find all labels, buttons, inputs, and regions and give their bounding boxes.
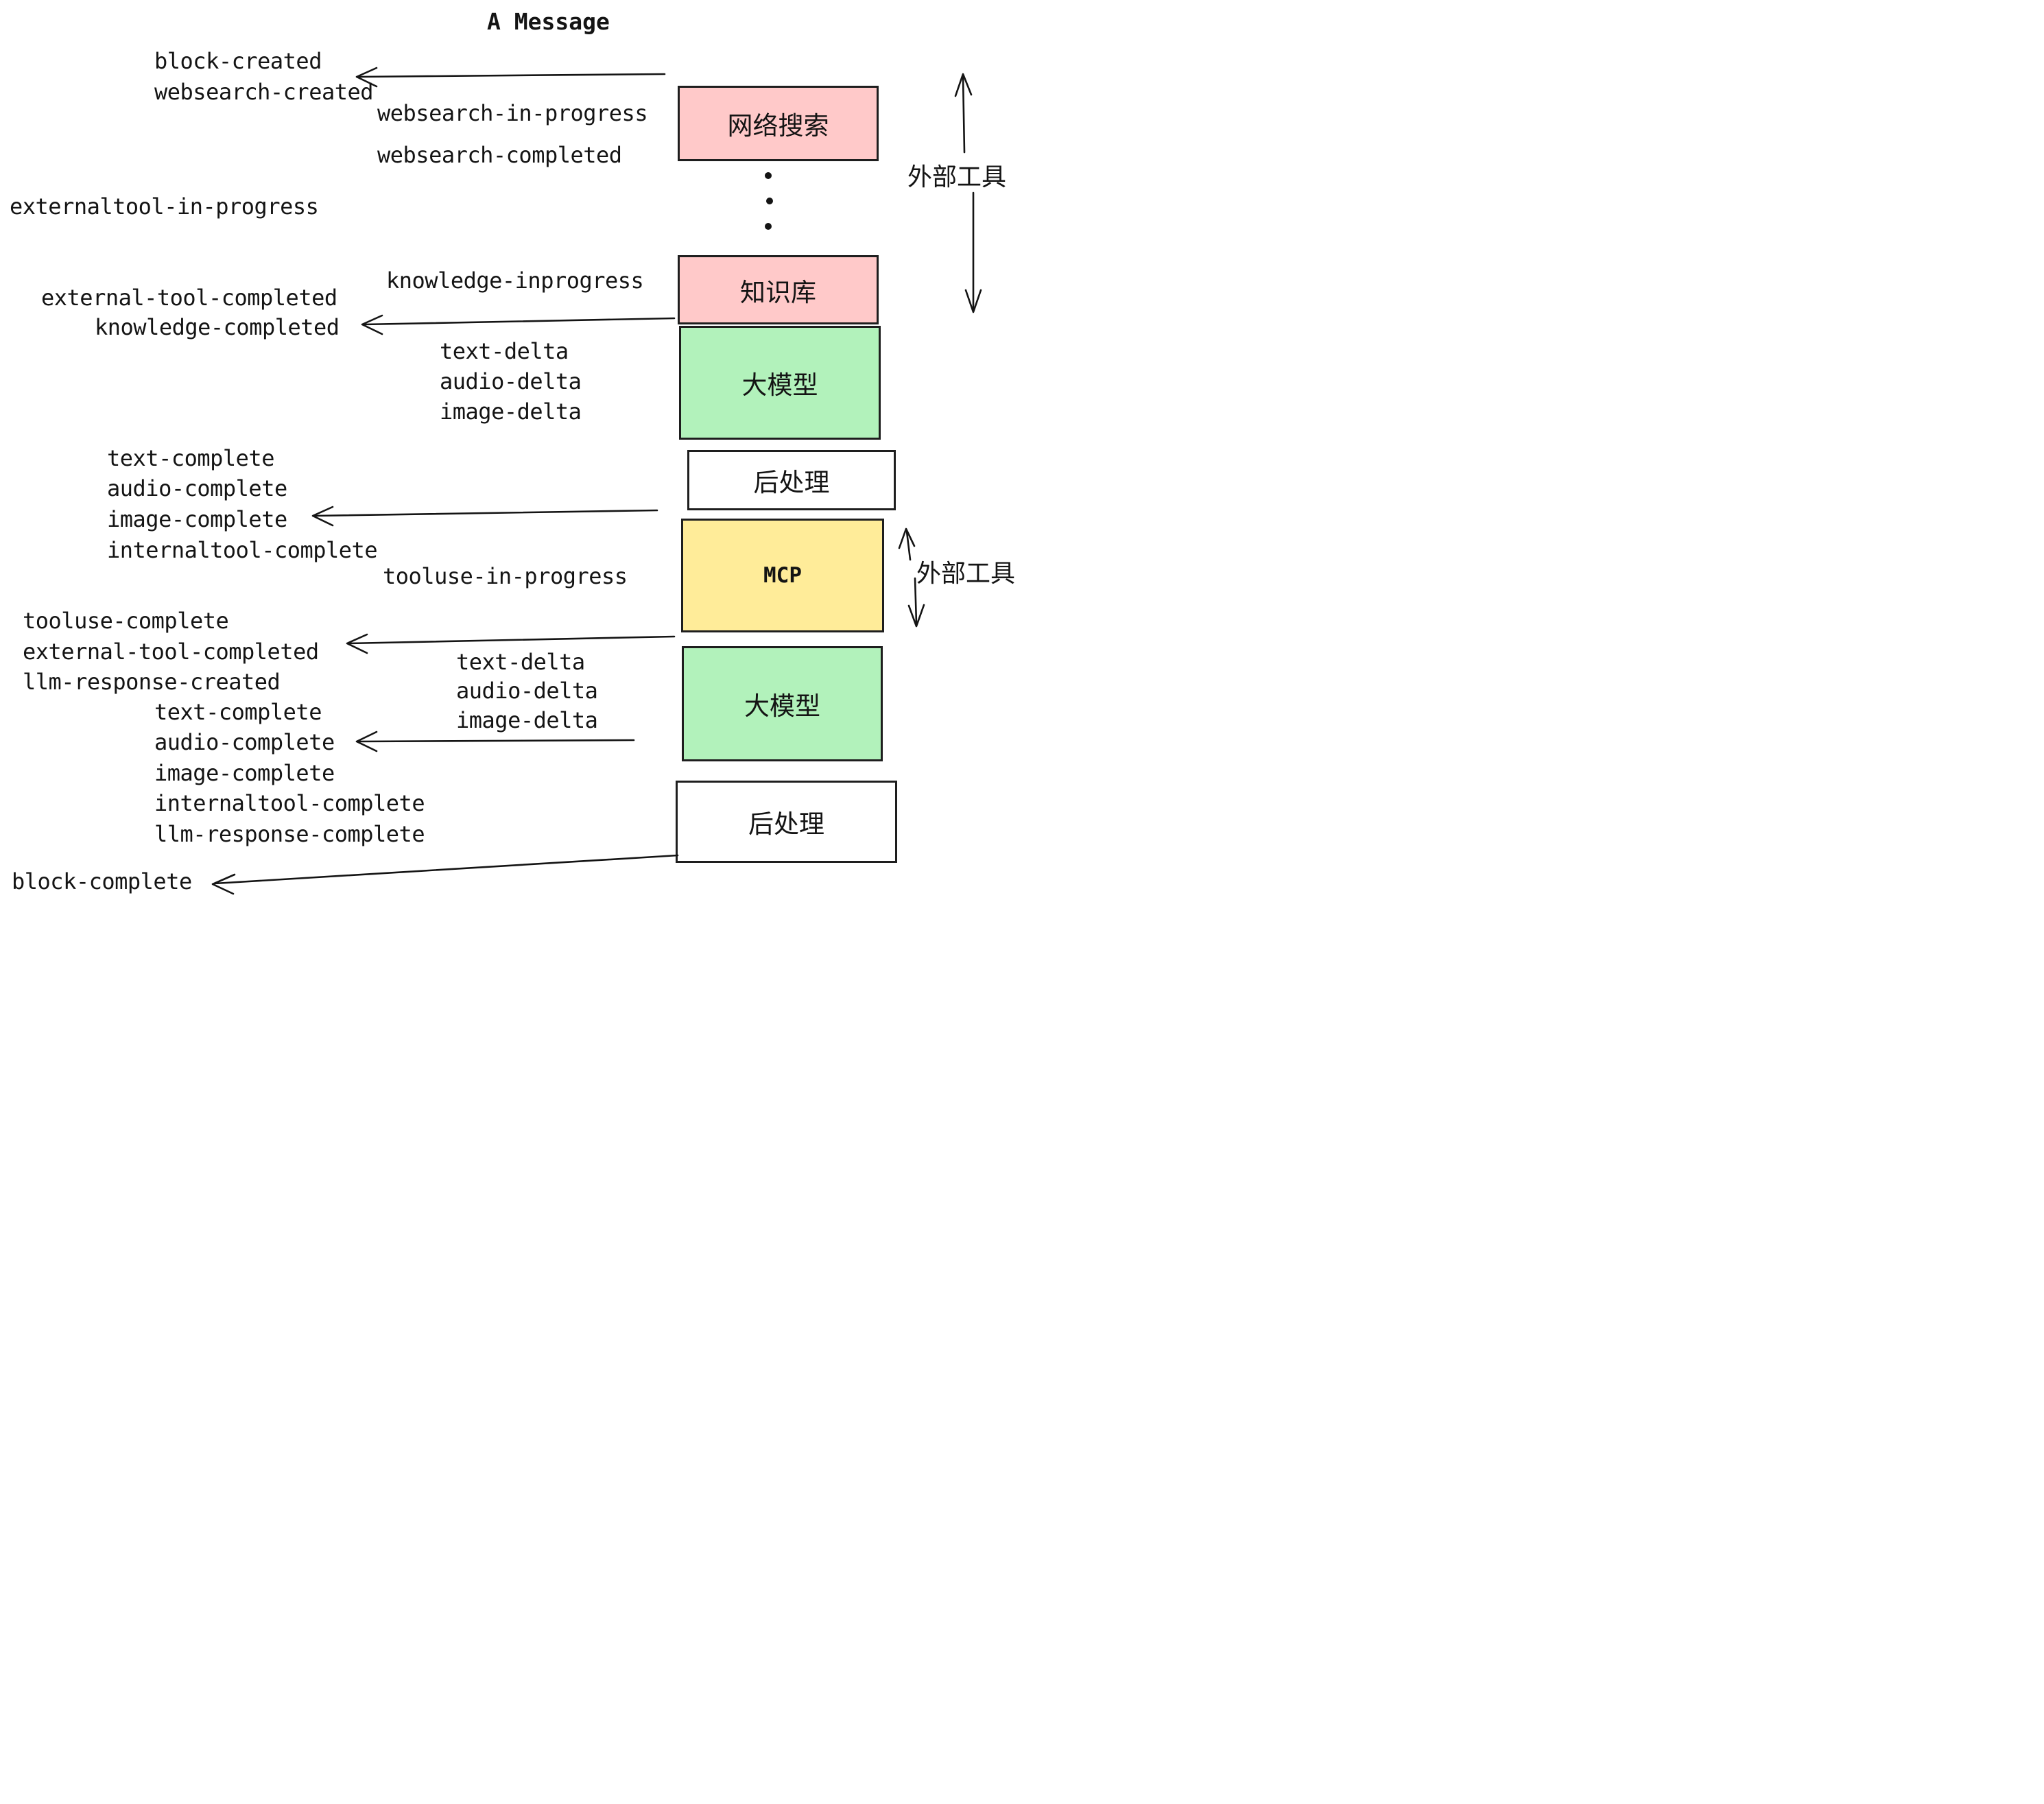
- box-postprocess-1-label: 后处理: [753, 468, 830, 497]
- box-postprocess-2: 后处理: [676, 781, 897, 863]
- event-label-audio-delta-2: audio-delta: [456, 678, 598, 704]
- event-label-external-tool-completed: external-tool-completed: [41, 285, 337, 311]
- event-label-audio-complete: audio-complete: [107, 475, 287, 501]
- event-label-internaltool-complete: internaltool-complete: [107, 537, 378, 563]
- event-label-text-complete: text-complete: [107, 445, 274, 471]
- event-label-websearch-in-progress: websearch-in-progress: [377, 100, 648, 126]
- event-label-llm-response-complete: llm-response-complete: [154, 821, 425, 847]
- event-label-internaltool-complete-2: internaltool-complete: [154, 790, 425, 816]
- event-label-text-delta: text-delta: [440, 338, 569, 364]
- event-label-websearch-created: websearch-created: [154, 79, 374, 105]
- box-knowledge-base-label: 知识库: [740, 277, 816, 307]
- box-mcp: MCP: [681, 519, 884, 632]
- event-label-tooluse-complete: tooluse-complete: [23, 608, 229, 634]
- event-label-text-complete-2: text-complete: [154, 699, 322, 725]
- box-knowledge-base: 知识库: [678, 255, 879, 324]
- event-label-audio-delta: audio-delta: [440, 368, 582, 394]
- box-postprocess-2-label: 后处理: [748, 809, 824, 839]
- annotation-external-tools-mid: 外部工具: [916, 560, 1016, 588]
- arrow-block-complete: [211, 854, 679, 895]
- event-label-knowledge-inprogress: knowledge-inprogress: [386, 268, 644, 294]
- box-websearch: 网络搜索: [678, 86, 879, 161]
- event-label-external-tool-completed-2: external-tool-completed: [23, 639, 319, 665]
- external-tools-top-up-arrow: [954, 73, 973, 154]
- arrow-knowledge-completed: [361, 314, 676, 335]
- box-llm-1-label: 大模型: [741, 370, 818, 400]
- event-label-knowledge-completed: knowledge-completed: [95, 314, 340, 340]
- event-label-image-delta: image-delta: [440, 399, 582, 425]
- box-websearch-label: 网络搜索: [727, 111, 829, 141]
- event-label-websearch-completed: websearch-completed: [377, 142, 622, 168]
- annotation-external-tools-top: 外部工具: [907, 163, 1007, 191]
- event-label-externaltool-in-progress: externaltool-in-progress: [10, 193, 319, 219]
- event-label-audio-complete-2: audio-complete: [154, 729, 335, 755]
- event-label-llm-response-created: llm-response-created: [23, 669, 281, 695]
- event-label-image-delta-2: image-delta: [456, 707, 598, 733]
- box-llm-1: 大模型: [679, 326, 881, 440]
- event-flow-diagram: A Message block-created websearch-create…: [0, 0, 1022, 902]
- box-llm-2-label: 大模型: [744, 691, 820, 721]
- event-label-image-complete: image-complete: [107, 506, 287, 532]
- event-label-block-complete: block-complete: [12, 868, 192, 894]
- event-label-image-complete-2: image-complete: [154, 760, 335, 786]
- arrow-llm-complete: [355, 731, 635, 752]
- ellipsis-dots-icon: [765, 172, 773, 230]
- external-tools-mid-up-arrow: [898, 527, 916, 561]
- event-label-text-delta-2: text-delta: [456, 649, 585, 675]
- external-tools-top-down-arrow: [964, 191, 982, 313]
- event-label-block-created: block-created: [154, 48, 322, 74]
- diagram-title: A Message: [487, 8, 610, 35]
- box-mcp-label: MCP: [763, 563, 802, 588]
- arrow-internal-complete: [311, 506, 658, 527]
- arrow-websearch-created: [355, 67, 666, 88]
- event-label-tooluse-in-progress: tooluse-in-progress: [383, 563, 628, 589]
- box-llm-2: 大模型: [682, 646, 883, 761]
- box-postprocess-1: 后处理: [687, 450, 896, 510]
